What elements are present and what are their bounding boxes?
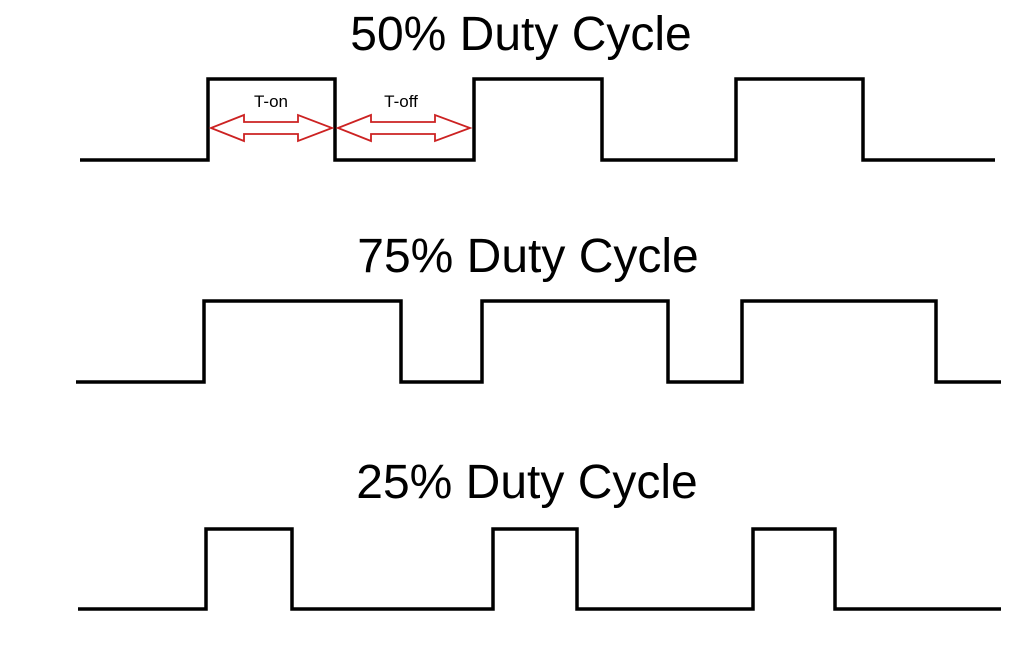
diagram-title-50: 50% Duty Cycle [350, 8, 691, 61]
double-arrow-icon [335, 113, 473, 143]
t-off-label: T-off [384, 92, 418, 111]
t-on-arrow: T-on [208, 92, 335, 143]
waveform-25 [78, 527, 1001, 611]
diagram-75-percent: 75% Duty Cycle [76, 230, 1001, 384]
diagram-title-75: 75% Duty Cycle [357, 230, 698, 283]
diagram-title-25: 25% Duty Cycle [356, 456, 697, 509]
t-on-label: T-on [254, 92, 288, 111]
double-arrow-icon [208, 113, 335, 143]
diagram-50-percent: 50% Duty Cycle T-on T-off [80, 8, 995, 162]
t-off-arrow: T-off [335, 92, 473, 143]
waveform-75 [76, 299, 1001, 384]
diagram-25-percent: 25% Duty Cycle [78, 456, 1001, 611]
waveform-50 [80, 77, 995, 162]
